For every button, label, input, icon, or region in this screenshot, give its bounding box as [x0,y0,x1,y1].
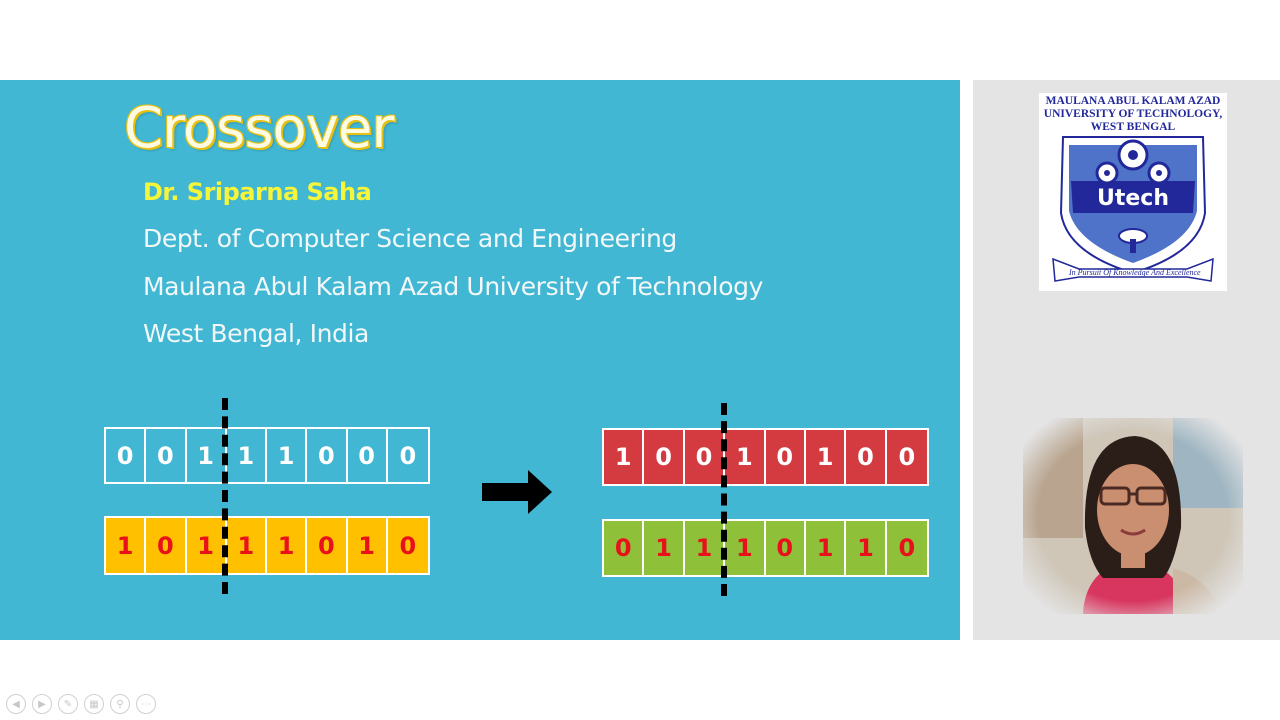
department-text: Dept. of Computer Science and Engineerin… [143,224,677,253]
logo-line-3: WEST BENGAL [1090,121,1176,133]
gene: 0 [898,443,916,471]
logo-line-1: MAULANA ABUL KALAM AZAD [1045,95,1221,107]
gene: 0 [685,430,726,484]
presentation-slide: Crossover Dr. Sriparna Saha Dept. of Com… [0,80,960,640]
gene: 0 [846,430,887,484]
child-chromosome-1: 1 0 0 1 0 1 0 0 [602,428,929,486]
gene: 1 [267,429,308,482]
gene: 1 [106,518,147,573]
gene: 1 [348,518,388,573]
gene: 0 [604,521,645,575]
gene: 0 [146,518,187,573]
gene: 0 [766,521,806,575]
gene: 1 [685,521,726,575]
presenter-photo [1023,418,1243,614]
zoom-icon[interactable]: ⚲ [110,694,130,714]
gene: 1 [806,430,847,484]
university-text: Maulana Abul Kalam Azad University of Te… [143,272,763,301]
gene: 1 [846,521,887,575]
more-icon[interactable]: ⋯ [136,694,156,714]
gene: 0 [348,429,388,482]
slide-title: Crossover [124,96,394,161]
gene: 1 [644,521,685,575]
gene: 0 [766,430,806,484]
parent-chromosome-2: 1 0 1 1 1 0 1 0 [104,516,430,575]
gene: 1 [227,429,267,482]
shield-icon [1052,136,1214,282]
location-text: West Bengal, India [143,319,369,348]
university-logo: MAULANA ABUL KALAM AZAD UNIVERSITY OF TE… [1039,93,1227,291]
parent-chromosome-1: 0 0 1 1 1 0 0 0 [104,427,430,484]
gene: 0 [146,429,187,482]
gene: 0 [898,534,916,562]
pen-icon[interactable]: ✎ [58,694,78,714]
slideshow-toolbar: ◀ ▶ ✎ ▦ ⚲ ⋯ [6,694,156,714]
crossover-cut-line-left [222,398,228,594]
gene: 0 [399,441,417,470]
gene: 0 [644,430,685,484]
right-arrow-icon [482,470,552,514]
gene: 0 [399,531,417,560]
crossover-cut-line-right [721,403,727,596]
author-name: Dr. Sriparna Saha [143,178,372,206]
gene: 1 [725,521,766,575]
child-chromosome-2: 0 1 1 1 0 1 1 0 [602,519,929,577]
slides-icon[interactable]: ▦ [84,694,104,714]
gene: 1 [806,521,847,575]
gene: 1 [187,429,227,482]
gene: 0 [307,429,348,482]
gene: 1 [267,518,308,573]
next-icon[interactable]: ▶ [32,694,52,714]
logo-line-2: UNIVERSITY OF TECHNOLOGY, [1043,108,1223,120]
gene: 1 [725,430,766,484]
gene: 1 [604,430,645,484]
logo-motto: In Pursuit Of Knowledge And Excellence [1069,268,1201,277]
gene: 0 [106,429,147,482]
logo-emblem-text: Utech [1096,186,1169,211]
gene: 1 [187,518,227,573]
gene: 1 [227,518,267,573]
prev-icon[interactable]: ◀ [6,694,26,714]
gene: 0 [307,518,348,573]
